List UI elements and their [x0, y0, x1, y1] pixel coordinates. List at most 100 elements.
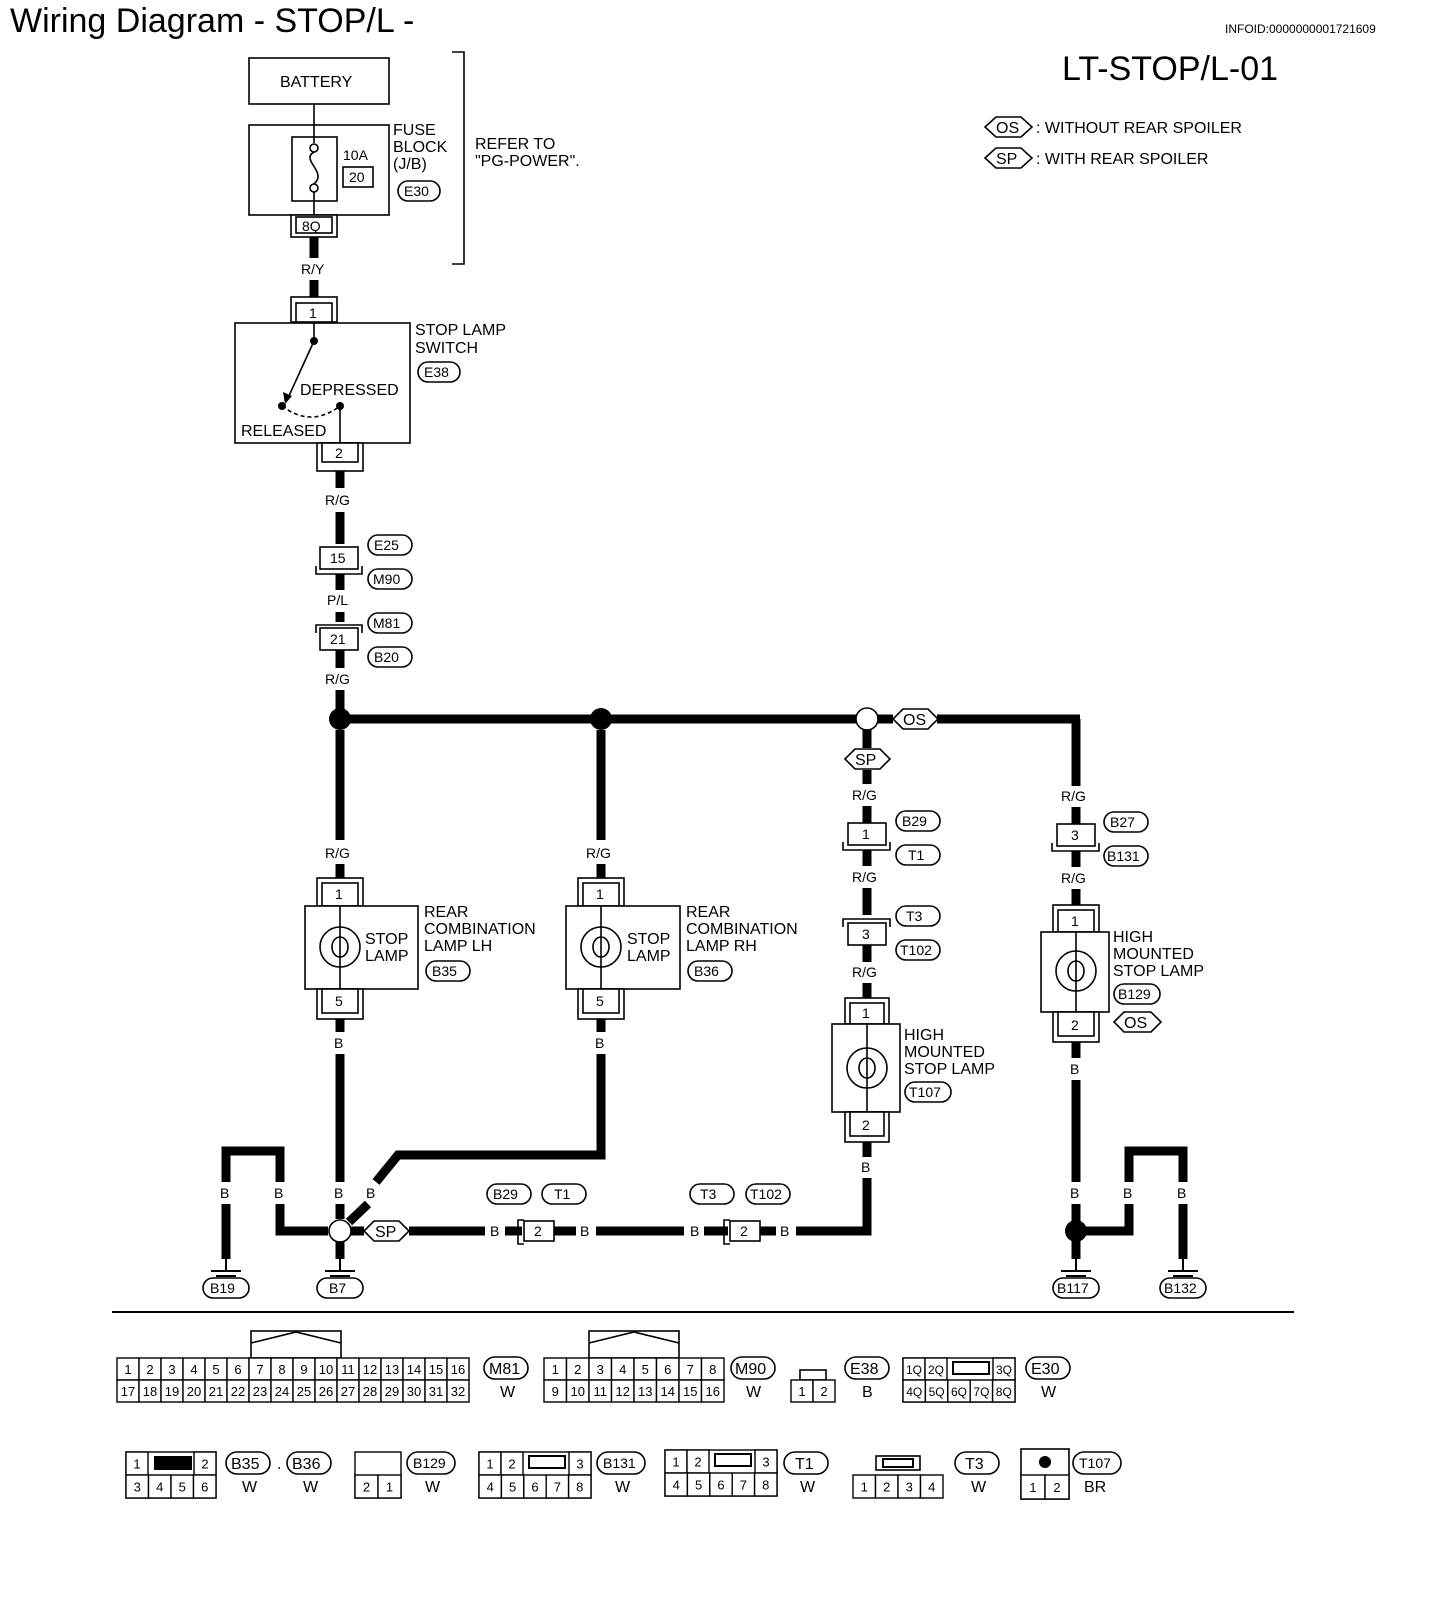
- cavity-label: 28: [363, 1384, 377, 1399]
- view-b36-color: W: [303, 1479, 319, 1496]
- key-slot: [528, 1455, 566, 1469]
- switch-pin-1: 1: [309, 305, 317, 321]
- cavity-label: 5: [179, 1480, 186, 1495]
- fuse-block: 10A 20 8Q: [248, 124, 390, 238]
- cavity-label: 4: [487, 1480, 494, 1495]
- cavity-label: 16: [451, 1362, 465, 1377]
- t107-pin-1: 1: [862, 1005, 870, 1021]
- rh-pin-5: 5: [596, 993, 604, 1009]
- rh-label-2: COMBINATION: [686, 921, 798, 938]
- fuse-number: 20: [349, 169, 365, 185]
- cavity-label: 2Q: [928, 1363, 944, 1377]
- cavity-label: 6Q: [951, 1385, 967, 1399]
- inline-b131: B131: [1107, 848, 1140, 864]
- inline-t1: T1: [908, 847, 925, 863]
- rh-pin-1: 1: [596, 886, 604, 902]
- cavity-label: 1Q: [906, 1363, 922, 1377]
- lh-connector: B35: [432, 963, 457, 979]
- cavity-label: 4: [190, 1362, 197, 1377]
- wire-b-os: B: [1070, 1061, 1079, 1077]
- cavity-label: 2: [363, 1480, 370, 1495]
- view-b36-id: B36: [292, 1456, 321, 1473]
- view-b131-color: W: [615, 1479, 631, 1496]
- cavity: [192, 1474, 217, 1499]
- legend-os-tag-shape: [983, 116, 1034, 138]
- view-t3-color: W: [971, 1479, 987, 1496]
- tag-os-bus: OS: [903, 712, 926, 729]
- fuse-amp: 10A: [343, 147, 369, 163]
- stop-lamp-switch: 1 DEPRESSED RELEASED 2: [234, 296, 411, 472]
- cavity-label: 2: [1053, 1480, 1060, 1495]
- switch-connector: E38: [424, 364, 449, 380]
- wire-rg-1: R/G: [325, 492, 350, 508]
- cavity-label: 1: [124, 1362, 131, 1377]
- cavity-label: 2: [820, 1384, 827, 1399]
- cavity-label: 1: [133, 1457, 140, 1472]
- view-b129-color: W: [425, 1479, 441, 1496]
- cavity-label: 8Q: [996, 1385, 1012, 1399]
- view-e30-id: E30: [1031, 1361, 1060, 1378]
- cavity-label: 7: [740, 1478, 747, 1493]
- t107-label-2: MOUNTED: [904, 1044, 985, 1061]
- inline-t102-b: T102: [750, 1186, 782, 1202]
- fuse-block-label-3: (J/B): [393, 156, 427, 173]
- cavity-label: 25: [297, 1384, 311, 1399]
- wire-b-g6: B: [1123, 1185, 1132, 1201]
- cavity-label: 4Q: [906, 1385, 922, 1399]
- view-t1-color: W: [800, 1479, 816, 1496]
- cavity-label: 5Q: [929, 1385, 945, 1399]
- cavity-label: 1: [552, 1362, 559, 1377]
- rh-label-1: REAR: [686, 904, 730, 921]
- battery-label: BATTERY: [280, 74, 353, 91]
- wire-b-h4: B: [780, 1223, 789, 1239]
- cavity-label: 8: [576, 1480, 583, 1495]
- cavity-label: 6: [717, 1478, 724, 1493]
- b129-label-1: HIGH: [1113, 929, 1153, 946]
- wire-b-g3: B: [334, 1185, 343, 1201]
- cavity: [753, 1472, 778, 1497]
- cavity-label: 7: [687, 1362, 694, 1377]
- view-t107-id: T107: [1079, 1455, 1111, 1471]
- fuse-block-connector: E30: [404, 183, 429, 199]
- cavity-label: 2: [146, 1362, 153, 1377]
- cavity-label: 2: [883, 1480, 890, 1495]
- cavity: [991, 1379, 1016, 1403]
- ground-b7: B7: [329, 1280, 346, 1296]
- b129-label-2: MOUNTED: [1113, 946, 1194, 963]
- wire-b-lh: B: [334, 1035, 343, 1051]
- high-mounted-stop-lamp-b129: 1 2: [1040, 904, 1110, 1043]
- cavity-label: 1: [1029, 1480, 1036, 1495]
- wire-b-h3: B: [690, 1223, 699, 1239]
- cavity: [700, 1379, 725, 1403]
- legend-os-text: : WITHOUT REAR SPOILER: [1036, 120, 1242, 137]
- connector-view-t107: 1 2 T107 BR: [1020, 1448, 1122, 1500]
- cavity-label: 9: [300, 1362, 307, 1377]
- wire-b-g7: B: [1177, 1185, 1186, 1201]
- switch-released: RELEASED: [241, 423, 326, 440]
- view-t107-color: BR: [1084, 1479, 1106, 1496]
- ground-b117: B117: [1057, 1280, 1089, 1296]
- view-b35-id: B35: [231, 1456, 260, 1473]
- view-b131-id: B131: [603, 1455, 636, 1471]
- ground-junction-b117: [1065, 1220, 1087, 1242]
- cavity-label: 10: [571, 1384, 585, 1399]
- ground-b19: B19: [210, 1280, 235, 1296]
- cavity-label: 27: [341, 1384, 355, 1399]
- inline-connector-m81-b20: 21 M81 B20: [315, 612, 413, 668]
- b129-tag-os: OS: [1124, 1015, 1147, 1032]
- diagram-code: LT-STOP/L-01: [1062, 50, 1278, 88]
- cavity-label: 3: [597, 1362, 604, 1377]
- inline-connector-b27-b131: 3 B27 B131: [1051, 811, 1149, 867]
- inline-t3-b: T3: [700, 1186, 717, 1202]
- cavity: [377, 1474, 402, 1499]
- legend-sp-tag-shape: [983, 147, 1034, 169]
- cavity-label: 3: [576, 1457, 583, 1472]
- cavity-label: 4: [673, 1478, 680, 1493]
- cavity-label: 5: [509, 1480, 516, 1495]
- cavity-label: 11: [594, 1384, 608, 1399]
- rh-inner-2: LAMP: [627, 948, 671, 965]
